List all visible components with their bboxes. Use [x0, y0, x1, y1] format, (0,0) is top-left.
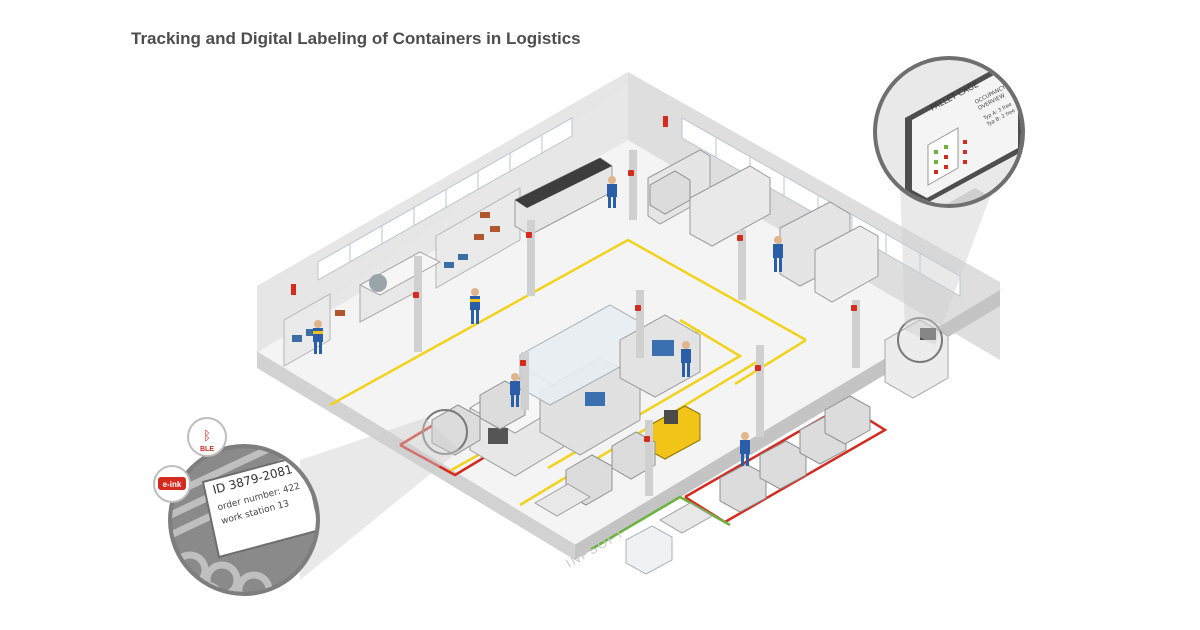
production-machines — [358, 149, 879, 323]
worker-figure — [470, 288, 480, 324]
worker-figure — [740, 432, 750, 466]
front-wall-left — [257, 352, 575, 560]
svg-text:e-ink: e-ink — [163, 480, 182, 489]
shelving-units — [283, 187, 521, 367]
fire-extinguisher-icon — [663, 116, 668, 127]
empty-pallets — [534, 483, 713, 534]
occupancy-grid — [927, 127, 967, 186]
building-pillars — [414, 150, 860, 496]
eink-display — [201, 453, 316, 559]
office-workstation — [884, 319, 949, 399]
zoom-target-marker — [422, 409, 468, 455]
eink-label-zoom: ID 3879-2081 order number: 422 work stat… — [168, 444, 320, 596]
zoom-cone-left — [300, 418, 460, 580]
worker-figure — [607, 176, 617, 208]
ble-beacon-icon — [413, 170, 857, 442]
zoom-target-marker — [897, 317, 943, 363]
ble-badge: ᛒ BLE — [187, 417, 227, 457]
zoom-cone-right — [900, 170, 1000, 345]
monitor-zoom: PALLET CAGE OCCUPANCY OVERVIEW Typ A: 3 … — [873, 56, 1025, 208]
windows-left — [317, 117, 573, 281]
svg-text:BLE: BLE — [200, 446, 214, 453]
bluetooth-icon: ᛒ — [203, 429, 211, 444]
diagram-title: Tracking and Digital Labeling of Contain… — [131, 29, 581, 48]
eink-badge: e-ink — [153, 465, 191, 503]
fire-extinguisher-icon — [291, 284, 296, 295]
worker-figure — [681, 341, 691, 377]
worker-figure — [313, 320, 323, 354]
workers — [313, 176, 941, 466]
worker-figure — [773, 236, 783, 272]
floor-markings-green — [589, 495, 731, 552]
forklift — [649, 405, 701, 460]
worker-figure — [510, 373, 520, 407]
